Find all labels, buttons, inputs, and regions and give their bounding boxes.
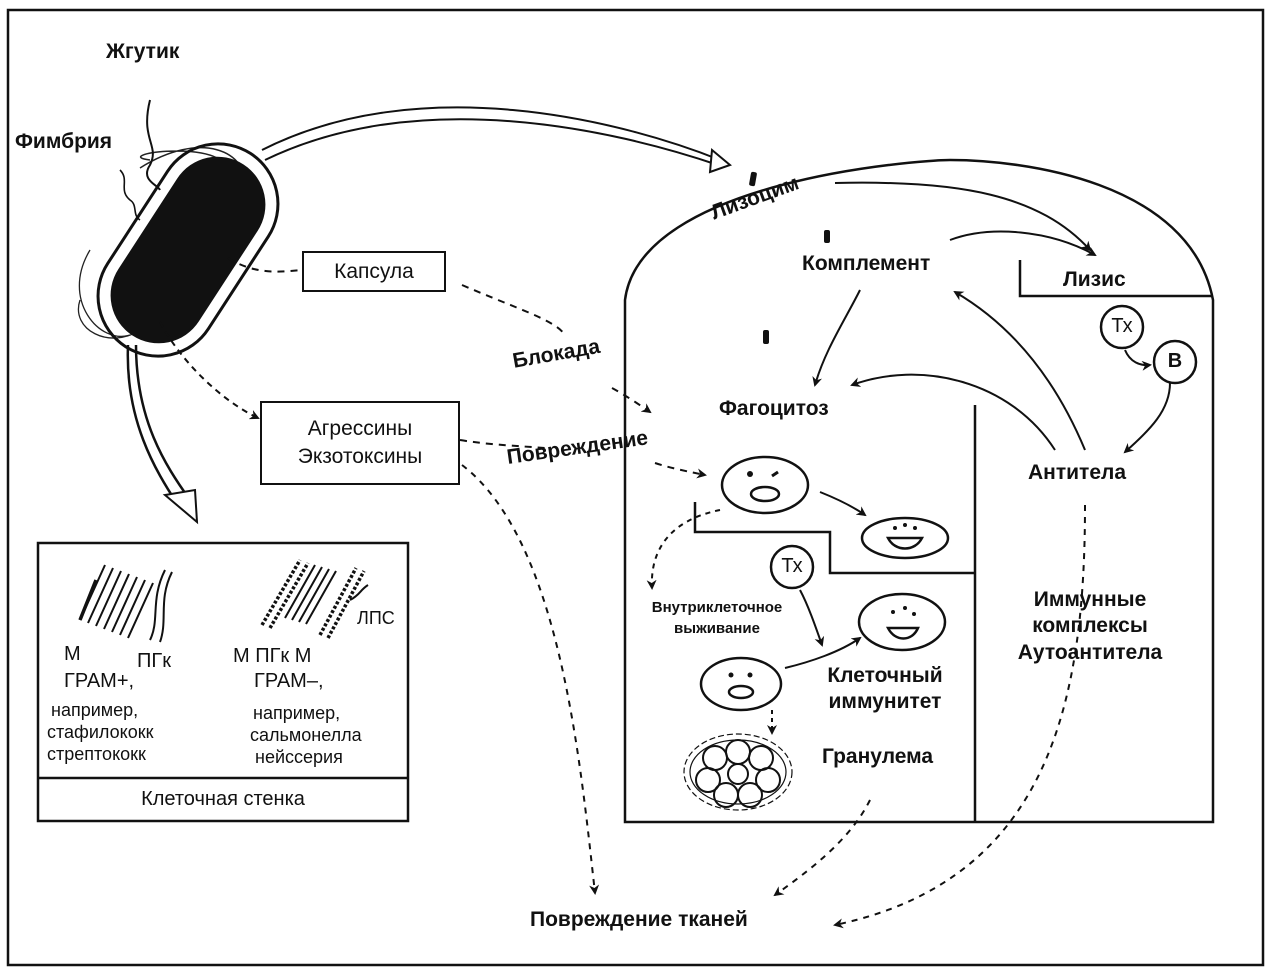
cellular-activation-arrow xyxy=(784,636,862,669)
b-cell-icon xyxy=(1152,339,1198,385)
th-mid-label: Тх xyxy=(781,555,803,577)
capsule-label: Капсула xyxy=(334,259,414,283)
complement-phago-arrow xyxy=(812,289,861,387)
antibody-phago-arrow xyxy=(850,373,1056,451)
cell-lysed-arrow xyxy=(819,491,867,517)
flagellum-line xyxy=(146,99,161,191)
exotoxin-tissue-arrow xyxy=(461,464,600,895)
th-top-label: Тх xyxy=(1111,315,1133,337)
autoantibodies-label: Аутоантитела xyxy=(1017,641,1163,664)
immune-complexes-label-1: Иммунные xyxy=(1033,588,1147,611)
intracellular-label-1: Внутриклеточное xyxy=(651,599,783,616)
gram-neg-name: ГРАМ–, xyxy=(254,670,324,692)
th-cell-mid-icon xyxy=(769,544,815,590)
intracellular-label-2: выживание xyxy=(674,620,760,637)
tissue-damage-label: Повреждение тканей xyxy=(530,908,748,931)
cell-wall-box xyxy=(36,541,410,823)
gram-positive-wall-icon xyxy=(78,564,173,643)
lysis-compartment xyxy=(1018,260,1213,298)
bacterium-to-cellwall-arrow xyxy=(126,344,180,506)
aggressins-link xyxy=(159,321,260,420)
granuloma-icon xyxy=(683,733,793,811)
aggressins-box: Агрессины Экзотоксины xyxy=(260,401,460,485)
phagocyte-cell-icon xyxy=(720,455,810,515)
gram-pos-example-2: стафилококк xyxy=(47,722,154,742)
phagocytosis-label: Фагоцитоз xyxy=(719,397,829,420)
cellular-immunity-label-2: иммунитет xyxy=(828,690,942,713)
immune-complexes-label-2: комплексы xyxy=(1032,614,1148,637)
th-cell-top-icon xyxy=(1099,304,1145,350)
b-antibody-arrow xyxy=(1123,382,1171,454)
granuloma-tissue-arrow xyxy=(773,799,871,897)
immune-tissue-arrow xyxy=(833,504,1086,929)
infected-cell-icon xyxy=(699,656,783,712)
cellular-immunity-label-1: Клеточный xyxy=(827,664,943,687)
gram-pos-name: ГРАМ+, xyxy=(64,670,135,692)
gram-pos-m-label: М xyxy=(64,643,81,665)
capsule-link xyxy=(227,257,303,273)
b-cell-label: В xyxy=(1167,350,1183,372)
granuloma-label: Гранулема xyxy=(822,745,934,768)
cell-wall-title: Клеточная стенка xyxy=(141,788,305,810)
lysozyme-lysis-arrow xyxy=(834,181,1092,252)
gram-pos-pgk-label: ПГк xyxy=(137,650,171,672)
complement-label: Комплемент xyxy=(802,252,931,275)
invasion-arrow xyxy=(261,106,721,161)
intracellular-arrow xyxy=(646,509,721,590)
gram-neg-example-1: например, xyxy=(253,703,341,723)
exotoxins-label: Экзотоксины xyxy=(297,445,423,468)
flagellum-label: Жгутик xyxy=(106,40,180,63)
gram-neg-layers-label: М ПГк М xyxy=(233,645,312,667)
outer-frame xyxy=(6,8,1265,967)
fimbria-line xyxy=(119,169,141,221)
gram-pos-example-3: стрептококк xyxy=(47,744,146,764)
step-divider xyxy=(693,502,975,575)
aggressins-label: Агрессины xyxy=(307,416,413,440)
macrophage-cell-icon xyxy=(857,592,947,652)
cellwall-arrow-head xyxy=(162,488,199,525)
gram-neg-example-3: нейссерия xyxy=(255,747,343,767)
fimbria-label: Фимбрия xyxy=(15,130,113,153)
host-outline xyxy=(623,158,1215,824)
gram-neg-example-2: сальмонелла xyxy=(250,725,362,745)
lps-label: ЛПС xyxy=(357,608,395,628)
th-b-arrow xyxy=(1124,349,1152,371)
blockade-arrow xyxy=(461,284,650,412)
gram-negative-wall-icon xyxy=(260,559,369,639)
antibodies-label: Антитела xyxy=(1028,461,1127,484)
lysed-cell-icon xyxy=(860,516,950,560)
capsule-box: Капсула xyxy=(302,251,446,292)
th-cellular-arrow xyxy=(799,589,825,647)
gram-pos-example-1: например, xyxy=(51,700,139,720)
antibody-complement-arrow xyxy=(953,290,1086,451)
damage-arrow xyxy=(459,439,705,475)
lysis-label: Лизис xyxy=(1063,268,1126,291)
complement-lysis-arrow xyxy=(949,230,1097,256)
